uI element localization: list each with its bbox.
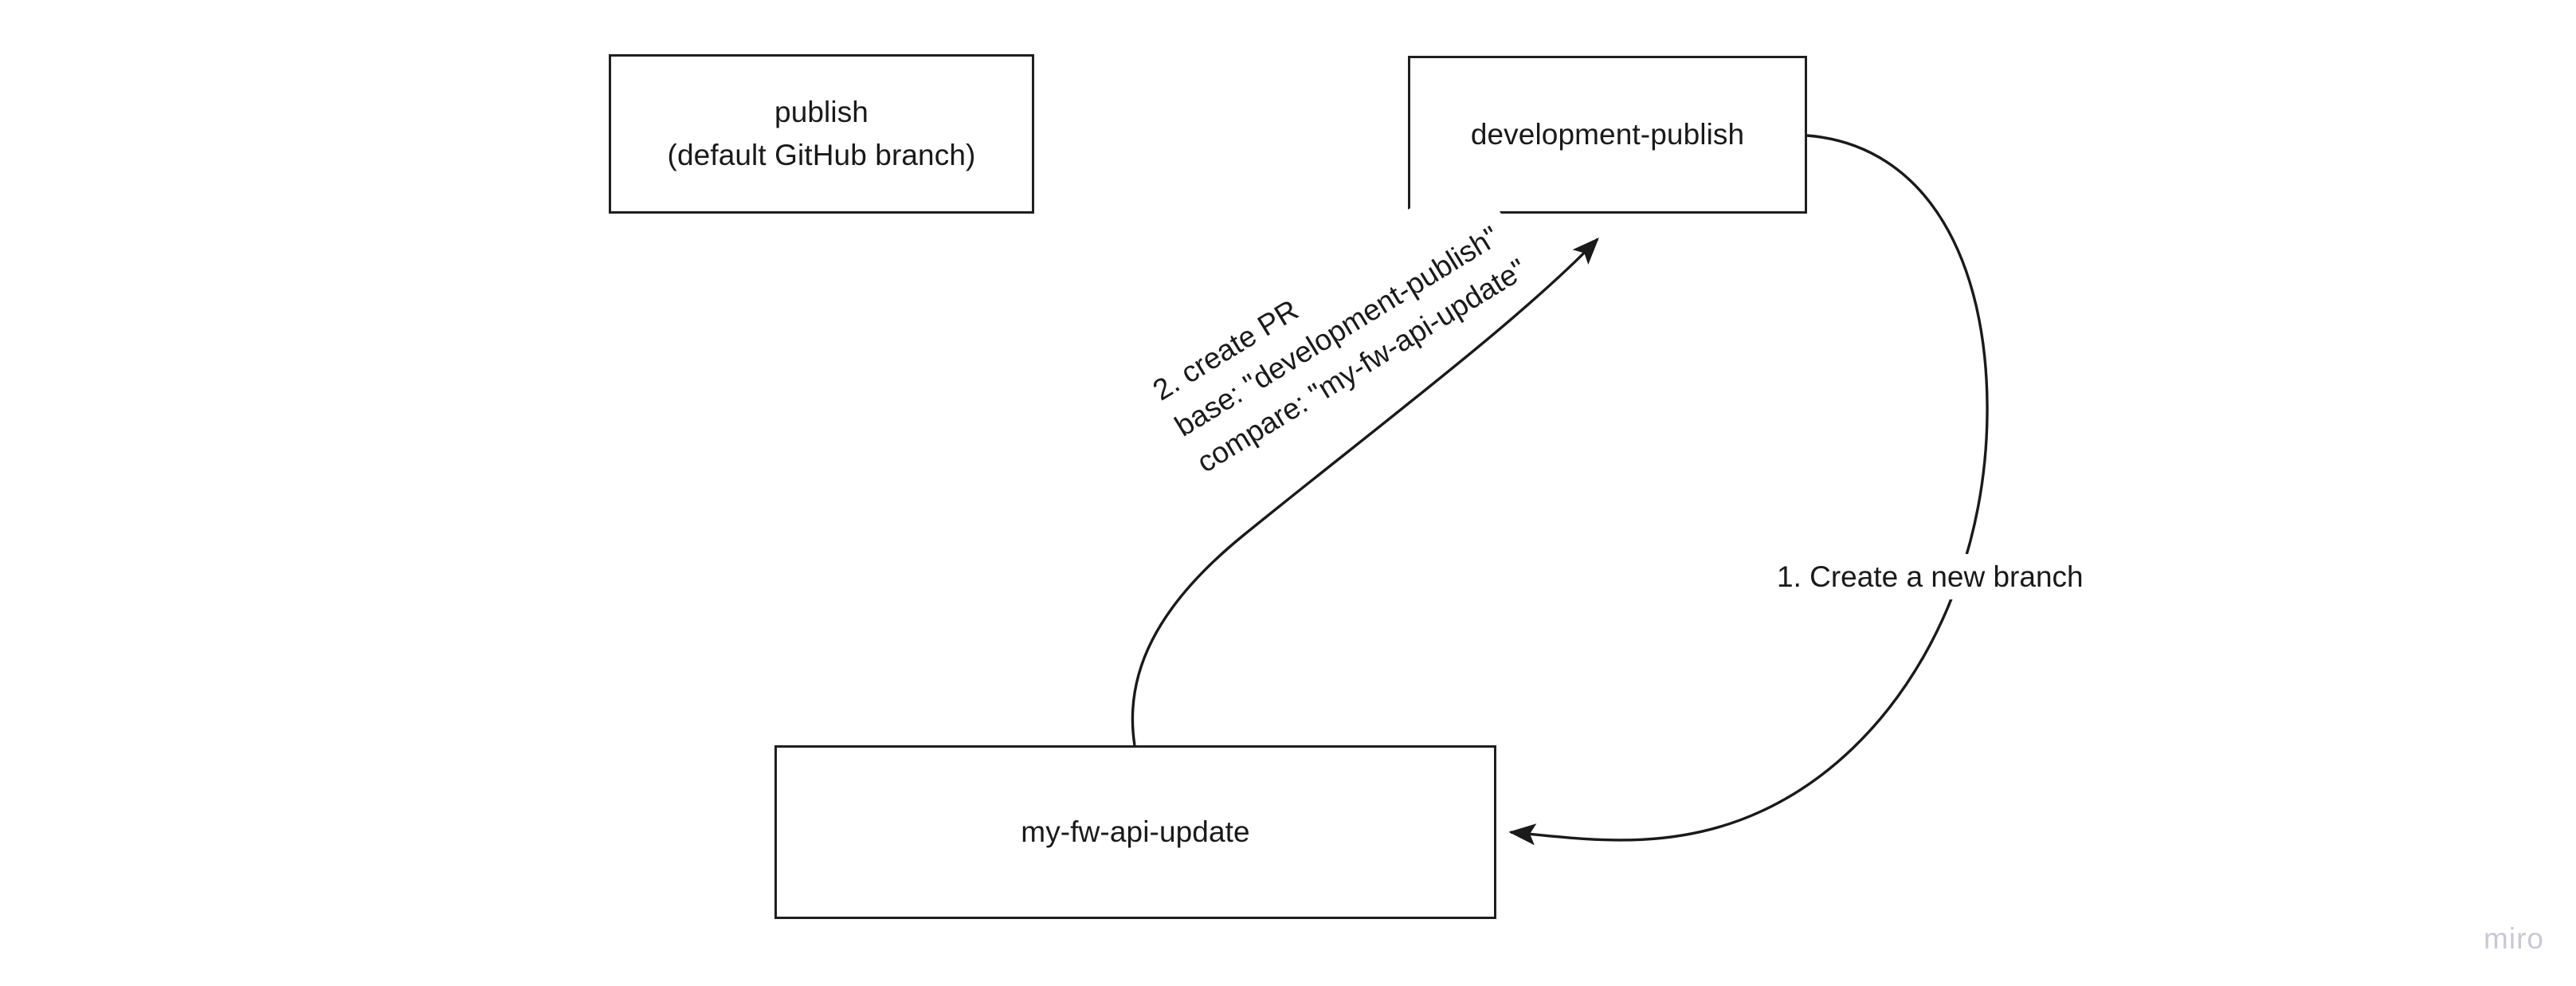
edge-label-create-pr[interactable]: 2. create PR base: "development-publish"… (1136, 169, 1543, 490)
edge-label-create-branch[interactable]: 1. Create a new branch (1770, 554, 2090, 599)
node-my-fw-api-update[interactable]: my-fw-api-update (774, 745, 1496, 919)
miro-watermark: miro (2484, 922, 2544, 955)
edge-create-branch-path (1508, 134, 1989, 846)
node-publish[interactable]: publish (default GitHub branch) (609, 54, 1034, 214)
